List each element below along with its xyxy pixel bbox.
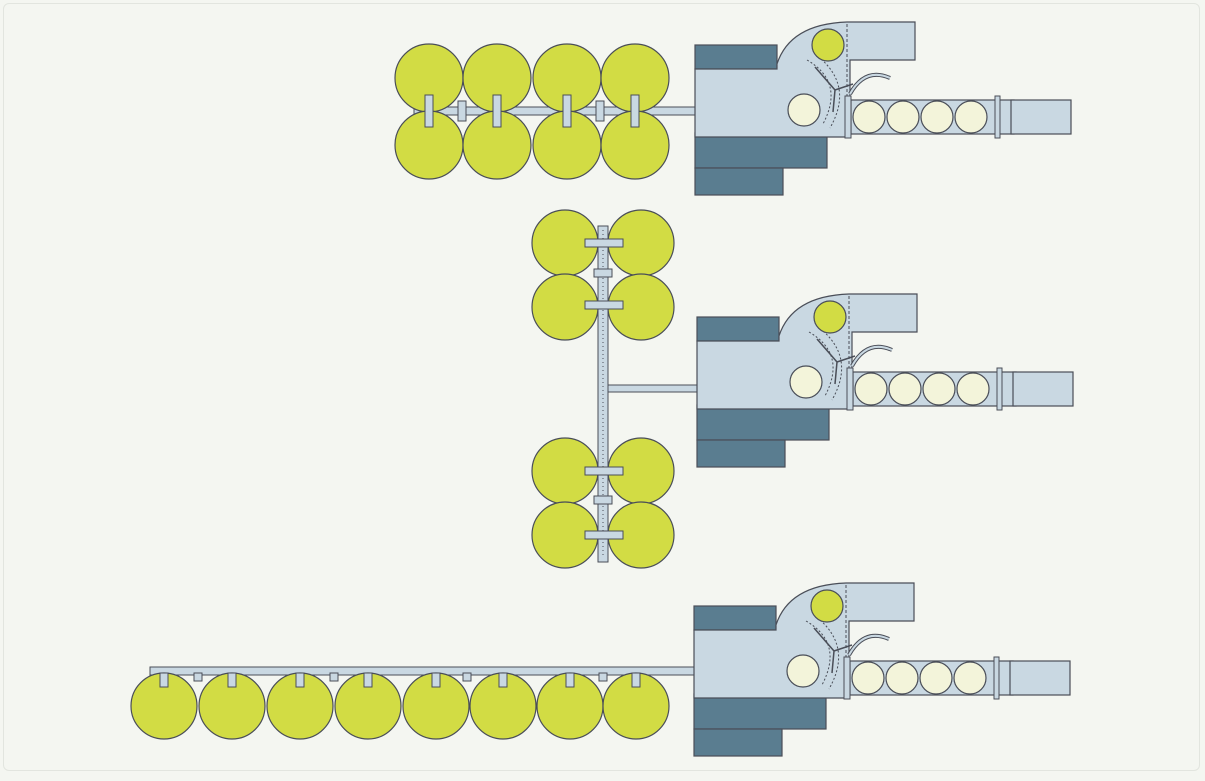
cross-clamp [593, 495, 613, 505]
pickup-path [805, 620, 831, 686]
clamp [595, 100, 605, 122]
pellet [854, 372, 888, 406]
hook-arm-inner [851, 345, 893, 367]
output-tube-end [1010, 99, 1072, 135]
lower-chamber [696, 404, 830, 441]
clamp [598, 672, 608, 682]
hook-arm-inner [848, 634, 890, 656]
tube-flange [996, 367, 1003, 411]
wrap-roll [786, 654, 820, 688]
base-chamber [693, 728, 783, 757]
output-tube-end [1012, 371, 1074, 407]
pellet [920, 100, 954, 134]
clamp [462, 672, 472, 682]
tube-flange [994, 95, 1001, 139]
clamp [329, 672, 339, 682]
pellet [851, 661, 885, 695]
connector-rail [607, 384, 698, 393]
machine-body [694, 21, 916, 138]
lower-chamber [693, 693, 827, 730]
feed-roll [811, 28, 845, 62]
pellet [956, 372, 990, 406]
clamp [498, 672, 508, 688]
linkage [813, 627, 853, 674]
clamp [295, 672, 305, 688]
clamp [193, 672, 203, 682]
clamp [562, 94, 572, 128]
cross-clamp [593, 268, 613, 278]
pellet [885, 661, 919, 695]
layout-2 [531, 209, 1074, 569]
cross-clamp [584, 466, 624, 476]
base-chamber [694, 167, 784, 196]
clamp [424, 94, 434, 128]
output-tube-end [1009, 660, 1071, 696]
linkage [814, 66, 854, 113]
lower-chamber [694, 132, 828, 169]
cross-clamp [584, 530, 624, 540]
tube-flange [993, 656, 1000, 700]
pellet [852, 100, 886, 134]
pellet [954, 100, 988, 134]
layout-1 [394, 21, 1072, 196]
layout-3 [130, 582, 1071, 757]
upper-chamber [696, 316, 780, 342]
clamp [431, 672, 441, 688]
cross-clamp [584, 300, 624, 310]
pellet [919, 661, 953, 695]
tube-flange [844, 95, 852, 139]
linkage [816, 338, 856, 385]
clamp [363, 672, 373, 688]
pickup-path [808, 331, 834, 397]
clamp [227, 672, 237, 688]
clamp [159, 672, 169, 688]
clamp [631, 672, 641, 688]
pellet [953, 661, 987, 695]
feed-roll [813, 300, 847, 334]
cross-clamp [584, 238, 624, 248]
tube-flange [843, 656, 851, 700]
base-chamber [696, 439, 786, 468]
upper-chamber [694, 44, 778, 70]
feed-roll [810, 589, 844, 623]
clamp [457, 100, 467, 122]
clamp [565, 672, 575, 688]
pellet [922, 372, 956, 406]
upper-chamber [693, 605, 777, 631]
clamp [630, 94, 640, 128]
wrap-roll [789, 365, 823, 399]
clamp [492, 94, 502, 128]
pellet [886, 100, 920, 134]
pellet [888, 372, 922, 406]
machine-body [693, 582, 915, 699]
machine-body [696, 293, 918, 410]
pickup-path [806, 59, 832, 125]
hook-arm-inner [849, 73, 891, 95]
wrap-roll [787, 93, 821, 127]
tube-flange [846, 367, 854, 411]
